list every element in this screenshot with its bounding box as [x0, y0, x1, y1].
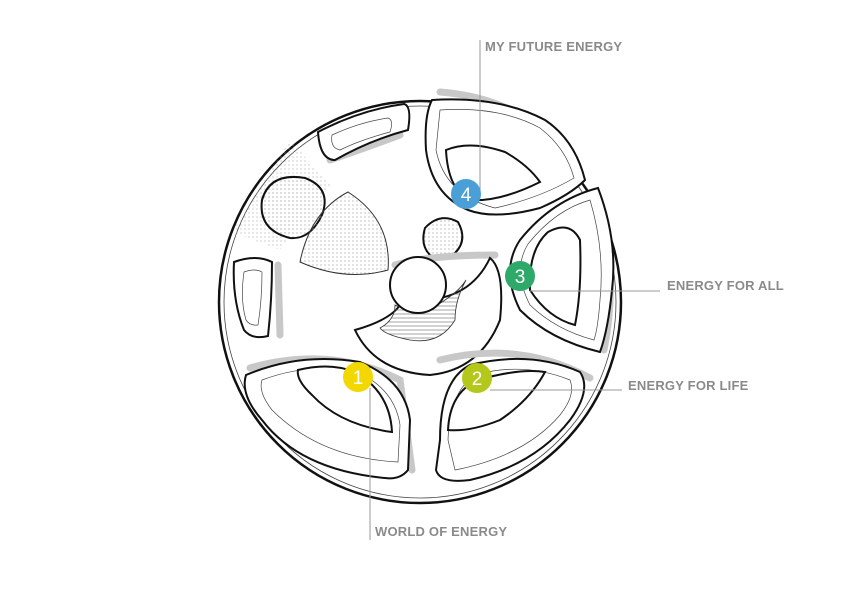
small-window-top — [316, 102, 411, 164]
small-window-left — [232, 257, 284, 339]
marker-1[interactable]: 1 — [343, 362, 373, 392]
label-world-of-energy: WORLD OF ENERGY — [375, 524, 507, 539]
label-my-future-energy: MY FUTURE ENERGY — [485, 39, 622, 54]
dotted-shield — [299, 191, 389, 275]
large-window-3 — [509, 186, 615, 354]
large-window-4 — [424, 88, 587, 216]
label-energy-for-all: ENERGY FOR ALL — [667, 278, 784, 293]
dotted-pad-center — [422, 217, 464, 259]
svg-text:3: 3 — [515, 267, 526, 288]
label-energy-for-life: ENERGY FOR LIFE — [628, 378, 749, 393]
svg-text:1: 1 — [353, 368, 364, 389]
leader-lines — [369, 40, 660, 540]
large-window-2 — [434, 349, 594, 482]
svg-text:4: 4 — [461, 185, 472, 206]
marker-2[interactable]: 2 — [462, 363, 492, 393]
large-window-1 — [243, 355, 416, 480]
wheel-hub — [353, 251, 503, 377]
marker-3[interactable]: 3 — [505, 261, 535, 291]
marker-4[interactable]: 4 — [451, 179, 481, 209]
svg-text:2: 2 — [472, 369, 483, 390]
